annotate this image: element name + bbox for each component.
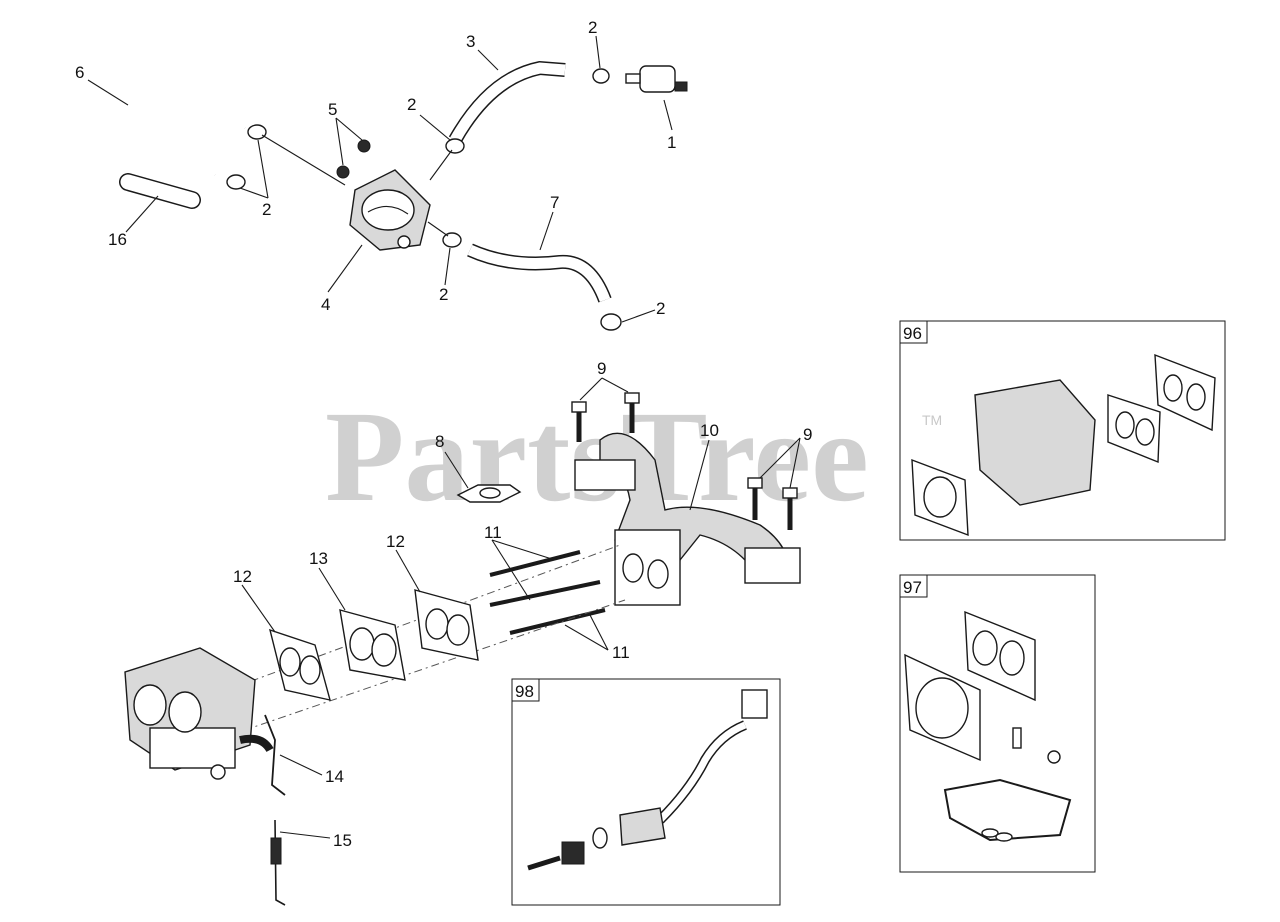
- callout-6: 6: [75, 63, 84, 82]
- kit-label: 96: [903, 324, 922, 343]
- gasket-13[interactable]: [339, 609, 406, 681]
- kit-label: 98: [515, 682, 534, 701]
- carburetor[interactable]: [124, 647, 274, 780]
- hose-clamp[interactable]: [247, 124, 267, 140]
- leader-lines: [87, 35, 801, 839]
- callout-12: 12: [233, 567, 252, 586]
- callout-8: 8: [435, 432, 444, 451]
- fuel-hose-7[interactable]: [467, 243, 612, 303]
- callout-12: 12: [386, 532, 405, 551]
- callout-15: 15: [333, 831, 352, 850]
- intake-manifold-10[interactable]: [574, 432, 801, 606]
- callout-2: 2: [588, 18, 597, 37]
- fuel-hose-3[interactable]: [448, 60, 566, 144]
- throttle-link-14[interactable]: [264, 714, 286, 796]
- watermark-trademark: TM: [922, 412, 942, 428]
- kit-box-98[interactable]: 98: [511, 678, 781, 906]
- kit-label: 97: [903, 578, 922, 597]
- centerline: [209, 599, 626, 743]
- watermark-text: PartsTree: [325, 385, 869, 529]
- callout-9: 9: [597, 359, 606, 378]
- hose-clamp[interactable]: [600, 313, 622, 331]
- centerline: [427, 221, 449, 237]
- hose-clamp[interactable]: [226, 174, 246, 190]
- gasket-12-inner[interactable]: [414, 589, 479, 661]
- callout-4: 4: [321, 295, 330, 314]
- stud-11[interactable]: [489, 550, 606, 635]
- hose-clamp[interactable]: [442, 232, 462, 248]
- fuel-hose-6[interactable]: [111, 86, 249, 181]
- centerline: [429, 149, 453, 181]
- callout-3: 3: [466, 32, 475, 51]
- kit-box-96[interactable]: 96: [899, 320, 1226, 541]
- callout-11: 11: [612, 643, 630, 662]
- fuel-filter-1[interactable]: [625, 65, 688, 93]
- fuel-pump-4[interactable]: [349, 169, 431, 251]
- centerline: [261, 134, 346, 186]
- callout-13: 13: [309, 549, 328, 568]
- callout-9: 9: [803, 425, 812, 444]
- callout-10: 10: [700, 421, 719, 440]
- callout-2: 2: [656, 299, 665, 318]
- hose-clamp[interactable]: [592, 68, 610, 84]
- hose-clamp[interactable]: [445, 138, 465, 154]
- callout-7: 7: [550, 193, 559, 212]
- kit-box-97[interactable]: 97: [899, 574, 1096, 873]
- callout-11: 11: [484, 523, 502, 542]
- callout-2: 2: [262, 200, 271, 219]
- callout-14: 14: [325, 767, 344, 786]
- callout-16: 16: [108, 230, 127, 249]
- gasket-8[interactable]: [456, 484, 522, 503]
- spring-15[interactable]: [270, 819, 286, 906]
- screw-5[interactable]: [336, 139, 371, 179]
- callout-1: 1: [667, 133, 676, 152]
- hose-piece-16[interactable]: [119, 173, 201, 209]
- callout-5: 5: [328, 100, 337, 119]
- callout-2: 2: [439, 285, 448, 304]
- callout-2: 2: [407, 95, 416, 114]
- centerline: [199, 544, 621, 701]
- gasket-12-outer[interactable]: [269, 628, 331, 701]
